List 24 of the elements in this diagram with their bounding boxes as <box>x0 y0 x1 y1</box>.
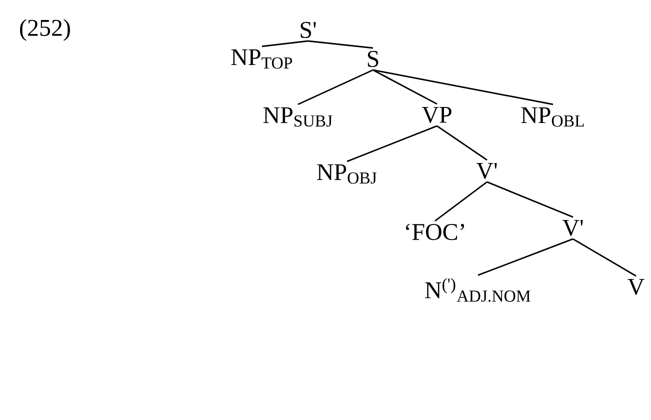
tree-label: S <box>368 50 378 68</box>
tree-label: ‘FOC’ <box>406 224 464 240</box>
tree-label: V' <box>562 220 583 236</box>
branch-line <box>478 238 574 276</box>
tree-label: NP$_{TOP}$ <box>231 49 292 69</box>
tree-label: S' <box>300 22 316 38</box>
tree-label: NP$_{OBL}$ <box>521 107 584 127</box>
branch-line <box>436 125 488 161</box>
tree-label: N$^{(')}$ADJ.NOM <box>425 278 530 302</box>
tree-label: VP <box>422 106 452 124</box>
tree-label: NP$_{SUBJ}$ <box>263 107 332 127</box>
branch-line <box>308 40 374 49</box>
tree-label: V' <box>476 162 497 180</box>
branch-line <box>372 69 438 105</box>
tree-label: V <box>628 278 644 296</box>
tree-label: NP$_{OBJ}$ <box>317 164 377 184</box>
branch-line <box>262 40 308 48</box>
branch-line <box>434 181 488 222</box>
branch-line <box>372 69 554 106</box>
branch-line <box>572 238 636 277</box>
branch-line <box>298 69 374 106</box>
example-number: (252) <box>20 19 70 41</box>
branch-line <box>486 181 574 218</box>
branch-line <box>346 125 438 162</box>
